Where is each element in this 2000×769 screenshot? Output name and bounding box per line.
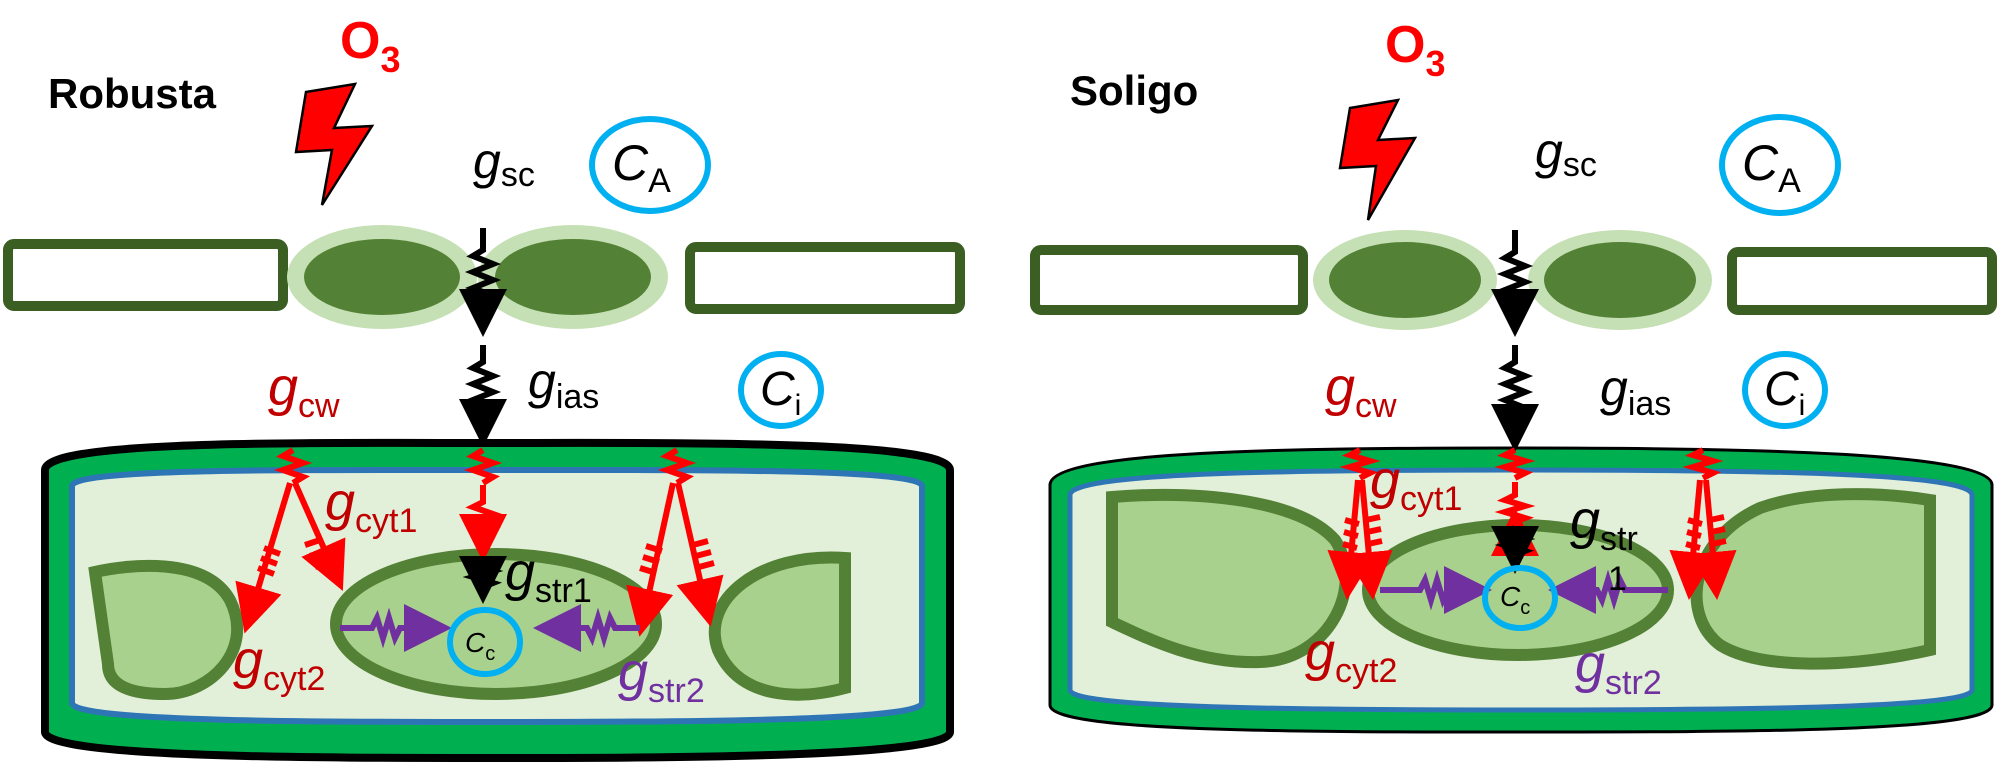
ozone-label: O3: [340, 12, 400, 80]
gas-phase-pathway: [1491, 230, 1539, 452]
ci-circle: [738, 351, 824, 429]
epidermal-cell-right: [1727, 247, 1997, 315]
gsc-label: gsc: [473, 133, 535, 194]
lightning-bolt-icon: [1338, 98, 1418, 221]
cc-circle: [1482, 565, 1558, 631]
stroma-pathway-vertical: [459, 556, 507, 604]
guard-cell-left: [304, 239, 460, 315]
cc-label: Cc: [465, 627, 495, 665]
ca-label: CA: [612, 135, 671, 200]
gas-phase-pathway: [459, 228, 507, 447]
gias-label: gias: [1600, 360, 1671, 423]
stroma-pathway-vertical: [1491, 525, 1539, 574]
gcyt2-label: gcyt2: [1305, 622, 1397, 690]
panel-soligo: Soligo O3: [1030, 16, 1997, 734]
ozone-label: O3: [1385, 16, 1445, 84]
epidermal-cell-left: [1030, 245, 1308, 315]
ci-circle: [1742, 351, 1828, 429]
cc-circle: [447, 607, 523, 677]
cc-label: Cc: [1500, 581, 1530, 619]
gcyt1-label: gcyt1: [325, 472, 417, 540]
chloroplast-left: [88, 559, 243, 701]
gias-label: gias: [528, 353, 599, 416]
gsc-label: gsc: [1535, 123, 1597, 184]
lightning-bolt-icon: [294, 82, 375, 206]
epidermal-cell-right: [685, 242, 965, 314]
liquid-phase-pathway: [1327, 447, 1737, 600]
stroma-pathway-horizontal: [340, 604, 640, 652]
ci-label: Ci: [760, 363, 801, 422]
gcw-label: gcw: [268, 357, 340, 425]
gstr2-label: gstr2: [1575, 634, 1662, 702]
ca-circle: [1719, 114, 1841, 216]
epidermal-cell-left: [3, 239, 288, 311]
svg-text:O3: O3: [1385, 16, 1445, 84]
svg-text:O3: O3: [340, 12, 400, 80]
cultivar-title: Soligo: [1070, 67, 1198, 114]
guard-cell-right: [1544, 242, 1696, 318]
gcyt1-label: gcyt1: [1370, 450, 1462, 518]
cultivar-title: Robusta: [48, 70, 217, 117]
guard-cell-right: [495, 239, 651, 315]
ca-circle: [589, 116, 711, 214]
gstr1-label: gstr1: [505, 542, 592, 610]
chloroplast-right: [708, 551, 851, 701]
panel-robusta: Robusta O3: [3, 12, 965, 762]
gcyt2-label: gcyt2: [233, 630, 325, 698]
guard-cell-left: [1329, 242, 1481, 318]
ca-label: CA: [1742, 135, 1801, 200]
chloroplast-left: [1106, 488, 1352, 669]
gstr2-label: gstr2: [618, 642, 705, 710]
gcw-label: gcw: [1325, 357, 1397, 425]
chloroplast-right: [1690, 488, 1936, 670]
liquid-phase-pathway: [235, 447, 724, 637]
ci-label: Ci: [1764, 363, 1805, 422]
stroma-pathway-horizontal: [1380, 566, 1668, 614]
